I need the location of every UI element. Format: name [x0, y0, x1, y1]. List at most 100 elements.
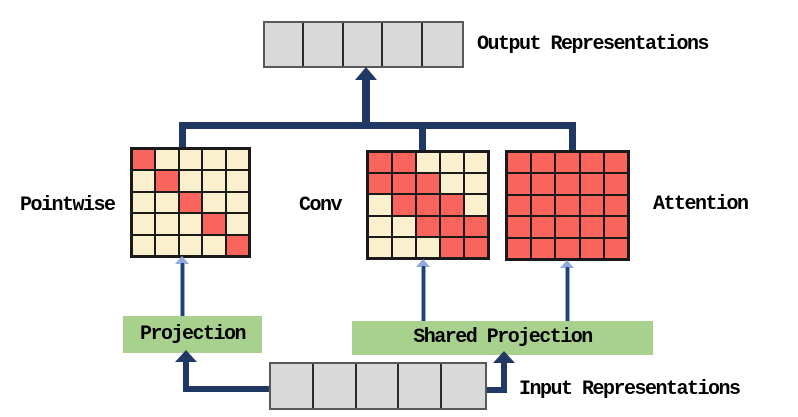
- matrix-cell-active: [603, 173, 628, 195]
- matrix-cell-inactive: [178, 213, 203, 235]
- input-to-shared-arrow-horizontal: [487, 387, 507, 393]
- matrix-cell-active: [531, 237, 556, 259]
- matrix-cell-active: [531, 173, 556, 195]
- matrix-cell-inactive: [202, 191, 226, 214]
- matrix-cell-inactive: [202, 149, 226, 171]
- matrix-cell-inactive: [464, 173, 488, 195]
- input-to-shared-arrow-vertical: [501, 361, 507, 393]
- pointwise-label: Pointwise: [20, 194, 116, 217]
- arrowhead-up-to-output-icon: [355, 67, 377, 80]
- matrix-cell-active: [555, 194, 580, 217]
- matrix-cell-active: [440, 236, 464, 258]
- projection-box: Projection: [123, 316, 262, 353]
- matrix-cell-inactive: [416, 152, 440, 174]
- matrix-cell-active: [555, 173, 580, 195]
- arrowhead-shared-to-attention-icon: [560, 260, 574, 268]
- shared-projection-box: Shared Projection: [352, 321, 653, 355]
- matrix-cell-active: [579, 173, 604, 195]
- matrix-cell-active: [225, 234, 249, 256]
- arrowhead-shared-to-conv-icon: [416, 259, 430, 267]
- input-to-projection-arrow-horizontal: [183, 386, 269, 392]
- matrix-cell-active: [579, 152, 604, 174]
- matrix-cell-inactive: [132, 213, 156, 235]
- matrix-cell-active: [392, 173, 416, 195]
- matrix-cell-inactive: [132, 170, 156, 192]
- arrowhead-projection-to-pointwise-icon: [175, 256, 189, 264]
- matrix-cell-active: [416, 215, 440, 237]
- matrix-cell-inactive: [225, 213, 249, 235]
- matrix-cell-active: [531, 152, 556, 174]
- token-cell: [399, 364, 443, 408]
- matrix-cell-inactive: [368, 236, 392, 258]
- matrix-cell-active: [416, 194, 440, 216]
- matrix-cell-active: [392, 194, 416, 216]
- arrowhead-input-to-shared-icon: [493, 351, 515, 363]
- token-cell: [304, 23, 344, 66]
- matrix-cell-active: [155, 170, 179, 192]
- matrix-cell-active: [555, 152, 580, 174]
- matrix-cell-active: [368, 173, 392, 195]
- matrix-cell-inactive: [392, 215, 416, 237]
- matrix-cell-inactive: [440, 173, 464, 195]
- token-cell: [313, 364, 357, 408]
- matrix-cell-active: [555, 237, 580, 259]
- arrow-projection-to-pointwise: [181, 263, 184, 316]
- token-cell: [271, 364, 314, 408]
- input-representations-label: Input Representations: [519, 378, 741, 401]
- arrowhead-input-to-projection-icon: [175, 350, 197, 362]
- token-cell: [442, 364, 485, 408]
- matrix-cell-active: [603, 194, 628, 217]
- conv-matrix: [366, 150, 490, 260]
- matrix-cell-active: [507, 194, 532, 217]
- matrix-cell-inactive: [178, 234, 203, 256]
- token-cell: [343, 23, 384, 66]
- branch-drop-attention: [569, 122, 576, 151]
- matrix-cell-active: [531, 194, 556, 217]
- matrix-cell-inactive: [155, 213, 179, 235]
- matrix-cell-active: [440, 215, 464, 237]
- matrix-cell-inactive: [178, 149, 203, 171]
- matrix-cell-active: [507, 237, 532, 259]
- matrix-cell-inactive: [392, 236, 416, 258]
- matrix-cell-inactive: [416, 236, 440, 258]
- matrix-cell-active: [579, 237, 604, 259]
- matrix-cell-active: [440, 194, 464, 216]
- matrix-cell-inactive: [225, 149, 249, 171]
- matrix-cell-active: [178, 191, 203, 214]
- token-cell: [383, 23, 423, 66]
- matrix-cell-inactive: [464, 152, 488, 174]
- input-representations-bar: [269, 362, 487, 410]
- pointwise-matrix: [130, 147, 251, 258]
- matrix-cell-active: [531, 216, 556, 238]
- matrix-cell-active: [392, 152, 416, 174]
- matrix-cell-inactive: [440, 152, 464, 174]
- matrix-cell-active: [603, 237, 628, 259]
- output-representations-bar: [263, 21, 464, 68]
- matrix-cell-active: [603, 152, 628, 174]
- matrix-cell-inactive: [202, 234, 226, 256]
- token-cell: [422, 23, 462, 66]
- matrix-cell-inactive: [155, 149, 179, 171]
- arrow-shared-to-attention: [566, 267, 569, 322]
- branch-drop-pointwise: [179, 122, 186, 148]
- matrix-cell-active: [507, 216, 532, 238]
- attention-label: Attention: [653, 193, 749, 216]
- attention-matrix: [505, 150, 630, 261]
- matrix-cell-inactive: [202, 170, 226, 192]
- matrix-cell-inactive: [225, 191, 249, 214]
- token-cell: [265, 23, 305, 66]
- matrix-cell-active: [132, 149, 156, 171]
- matrix-cell-inactive: [464, 194, 488, 216]
- center-up-arrow-shaft: [362, 79, 370, 129]
- conv-label: Conv: [299, 194, 343, 217]
- matrix-cell-active: [579, 216, 604, 238]
- matrix-cell-active: [507, 173, 532, 195]
- matrix-cell-inactive: [155, 234, 179, 256]
- matrix-cell-active: [555, 216, 580, 238]
- matrix-cell-inactive: [368, 194, 392, 216]
- branch-connector-horizontal: [179, 122, 576, 129]
- matrix-cell-active: [416, 173, 440, 195]
- matrix-cell-active: [603, 216, 628, 238]
- token-cell: [356, 364, 400, 408]
